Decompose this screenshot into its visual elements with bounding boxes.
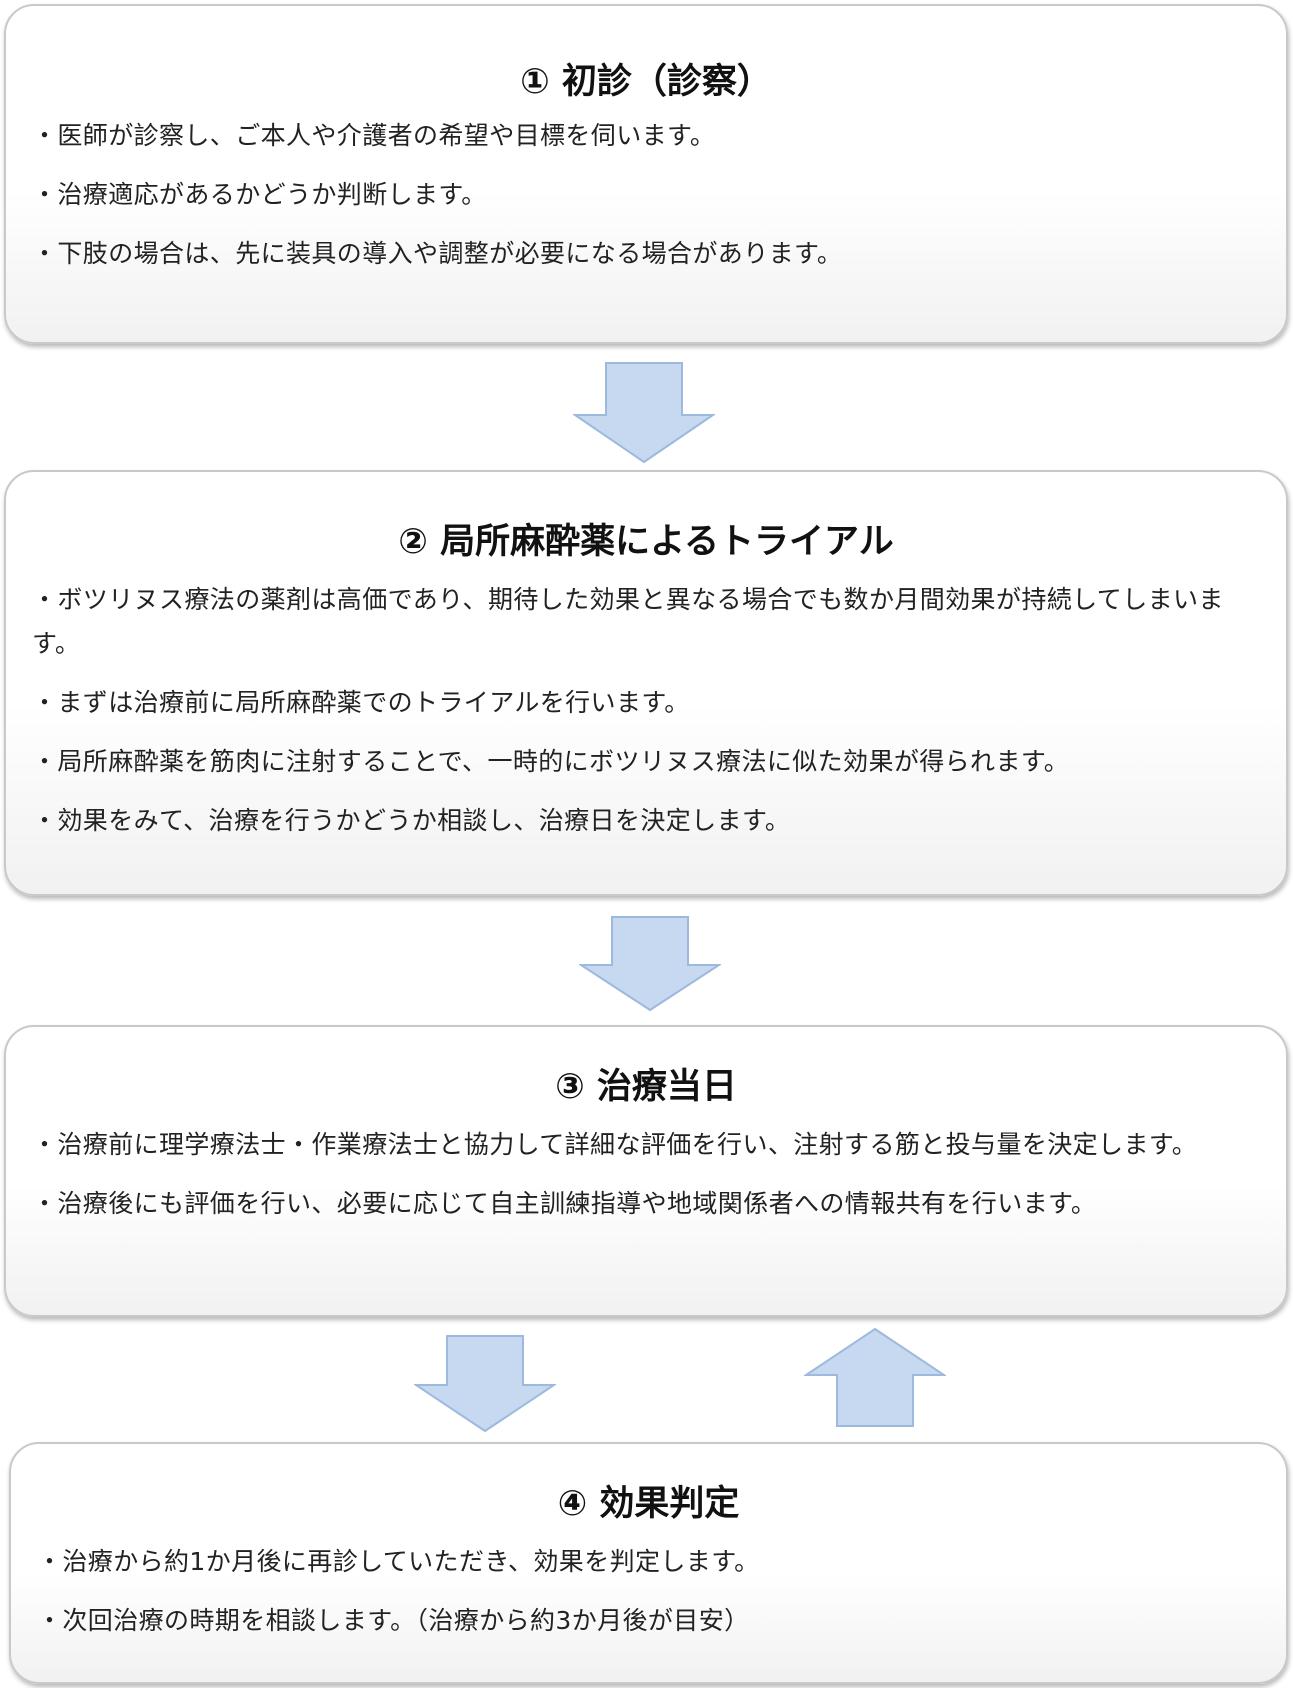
step-4-box: ④ 効果判定 ・治療から約1か月後に再診していただき、効果を判定します。 ・次回… xyxy=(9,1442,1288,1684)
step-3-line: ・治療前に理学療法士・作業療法士と協力して詳細な評価を行い、注射する筋と投与量を… xyxy=(32,1130,1198,1159)
up-arrow-icon xyxy=(804,1328,946,1427)
step-4-line: ・次回治療の時期を相談します。（治療から約3か月後が目安） xyxy=(37,1606,750,1635)
step-1-line: ・下肢の場合は、先に装具の導入や調整が必要になる場合があります。 xyxy=(32,239,843,268)
step-2-title: ② 局所麻酔薬によるトライアル xyxy=(398,522,894,562)
step-3-box: ③ 治療当日 ・治療前に理学療法士・作業療法士と協力して詳細な評価を行い、注射す… xyxy=(4,1025,1288,1317)
step-2-line: ・効果をみて、治療を行うかどうか相談し、治療日を決定します。 xyxy=(32,806,791,835)
down-arrow-icon xyxy=(579,916,721,1012)
step-4-list: ・治療から約1か月後に再診していただき、効果を判定します。 ・次回治療の時期を相… xyxy=(37,1540,1260,1643)
step-1-title: ① 初診（診察） xyxy=(520,62,772,102)
down-arrow-icon xyxy=(573,362,715,464)
step-2-line: ・局所麻酔薬を筋肉に注射することで、一時的にボツリヌス療法に似た効果が得られます… xyxy=(32,747,1070,776)
step-1-line: ・治療適応があるかどうか判断します。 xyxy=(32,180,487,209)
step-1-line: ・医師が診察し、ご本人や介護者の希望や目標を伺います。 xyxy=(32,121,716,150)
step-4-line: ・治療から約1か月後に再診していただき、効果を判定します。 xyxy=(37,1547,760,1576)
step-2-line: ・まずは治療前に局所麻酔薬でのトライアルを行います。 xyxy=(32,688,690,717)
step-2-line: ・ボツリヌス療法の薬剤は高価であり、期待した効果と異なる場合でも数か月間効果が持… xyxy=(32,585,1224,658)
step-2-box: ② 局所麻酔薬によるトライアル ・ボツリヌス療法の薬剤は高価であり、期待した効果… xyxy=(4,470,1288,896)
down-arrow-icon xyxy=(414,1335,556,1433)
step-3-line: ・治療後にも評価を行い、必要に応じて自主訓練指導や地域関係者への情報共有を行いま… xyxy=(32,1189,1097,1218)
step-4-title: ④ 効果判定 xyxy=(557,1484,740,1524)
step-3-list: ・治療前に理学療法士・作業療法士と協力して詳細な評価を行い、注射する筋と投与量を… xyxy=(32,1123,1260,1226)
step-3-title: ③ 治療当日 xyxy=(555,1067,737,1107)
step-2-list: ・ボツリヌス療法の薬剤は高価であり、期待した効果と異なる場合でも数か月間効果が持… xyxy=(32,578,1260,843)
step-1-box: ① 初診（診察） ・医師が診察し、ご本人や介護者の希望や目標を伺います。 ・治療… xyxy=(4,4,1288,344)
step-1-list: ・医師が診察し、ご本人や介護者の希望や目標を伺います。 ・治療適応があるかどうか… xyxy=(32,114,1260,276)
